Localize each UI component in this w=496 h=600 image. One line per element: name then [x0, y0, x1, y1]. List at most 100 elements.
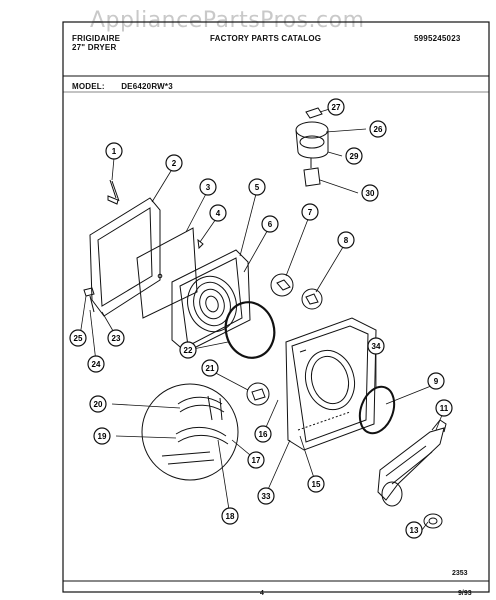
part-roller [246, 382, 270, 406]
callout-30: 30 [361, 184, 379, 202]
callout-number: 3 [206, 183, 211, 192]
callout-number: 19 [98, 432, 107, 441]
callout-circle [307, 475, 325, 493]
callout-circle [301, 203, 319, 221]
callout-21: 21 [201, 359, 219, 377]
callout-33: 33 [257, 487, 275, 505]
callout-circle [209, 204, 227, 222]
part-fasteners [83, 287, 95, 313]
callout-number: 30 [366, 189, 375, 198]
callout-circle [345, 147, 363, 165]
callout-number: 20 [94, 400, 103, 409]
callout-22: 22 [179, 341, 197, 359]
parts-drawing [79, 106, 447, 531]
detail-inset [141, 383, 239, 481]
revision-date: 9/93 [458, 590, 472, 597]
callout-number: 11 [440, 404, 449, 413]
callout-number: 9 [434, 377, 439, 386]
callout-6: 6 [261, 215, 279, 233]
callout-23: 23 [107, 329, 125, 347]
part-front-panel [89, 197, 161, 317]
callout-circle [248, 178, 266, 196]
callout-1: 1 [105, 142, 123, 160]
callout-number: 26 [374, 125, 383, 134]
callout-number: 17 [252, 456, 261, 465]
callout-circle [247, 451, 265, 469]
catalog-title: FACTORY PARTS CATALOG [210, 34, 322, 43]
callout-27: 27 [327, 98, 345, 116]
model-label: MODEL: [72, 82, 105, 91]
callout-number: 16 [259, 430, 268, 439]
callout-8: 8 [337, 231, 355, 249]
callout-circle [369, 120, 387, 138]
callout-circle [93, 427, 111, 445]
callout-9: 9 [427, 372, 445, 390]
callout-number: 15 [312, 480, 321, 489]
callout-34: 34 [367, 337, 385, 355]
callout-4: 4 [209, 204, 227, 222]
callout-number: 24 [92, 360, 101, 369]
callout-circle [337, 231, 355, 249]
callout-number: 33 [262, 492, 271, 501]
callout-circle [327, 98, 345, 116]
callout-number: 8 [344, 236, 349, 245]
callout-3: 3 [199, 178, 217, 196]
callout-2: 2 [165, 154, 183, 172]
callout-number: 22 [184, 346, 193, 355]
part-clip [197, 238, 204, 250]
callout-circle [87, 355, 105, 373]
callout-circle [201, 359, 219, 377]
catalog-number: 5995245023 [414, 34, 461, 43]
callout-number: 7 [308, 208, 313, 217]
part-bulkhead [171, 249, 251, 353]
part-motor-assembly [295, 107, 329, 187]
callout-number: 27 [332, 103, 341, 112]
callout-26: 26 [369, 120, 387, 138]
callout-29: 29 [345, 147, 363, 165]
callout-labels: 1234567891113151617181920212223242526272… [69, 98, 453, 539]
callout-circle [199, 178, 217, 196]
part-insulation [136, 227, 198, 319]
callout-16: 16 [254, 425, 272, 443]
part-screw [107, 179, 120, 205]
part-ring-seal [224, 301, 276, 359]
callout-15: 15 [307, 475, 325, 493]
callout-number: 6 [268, 220, 273, 229]
part-felt-seal [270, 273, 294, 297]
callout-number: 1 [112, 147, 117, 156]
callout-number: 2 [172, 159, 177, 168]
callout-circle [89, 395, 107, 413]
callout-circle [179, 341, 197, 359]
callout-19: 19 [93, 427, 111, 445]
drawing-code: 2353 [452, 570, 468, 577]
product-type: 27" DRYER [72, 43, 117, 52]
callout-17: 17 [247, 451, 265, 469]
callout-24: 24 [87, 355, 105, 373]
callout-circle [69, 329, 87, 347]
page-border [62, 21, 490, 593]
callout-number: 18 [226, 512, 235, 521]
callout-circle [105, 142, 123, 160]
part-front-bulkhead [285, 317, 377, 451]
callout-number: 29 [350, 152, 359, 161]
callout-circle [254, 425, 272, 443]
part-door-seal [358, 385, 396, 435]
callout-number: 21 [206, 364, 215, 373]
callout-circle [165, 154, 183, 172]
brand-block: FRIGIDAIRE 27" DRYER [72, 34, 120, 52]
callout-25: 25 [69, 329, 87, 347]
callout-circle [405, 521, 423, 539]
callout-number: 23 [112, 334, 121, 343]
model-value: DE6420RW*3 [121, 82, 173, 91]
callout-number: 4 [216, 209, 221, 218]
part-lint-duct [377, 419, 447, 507]
part-grommet [423, 513, 443, 529]
callout-circle [427, 372, 445, 390]
leader-lines [79, 106, 445, 531]
callout-13: 13 [405, 521, 423, 539]
page-number: 4 [260, 590, 264, 597]
callout-18: 18 [221, 507, 239, 525]
part-bearing [301, 288, 323, 310]
